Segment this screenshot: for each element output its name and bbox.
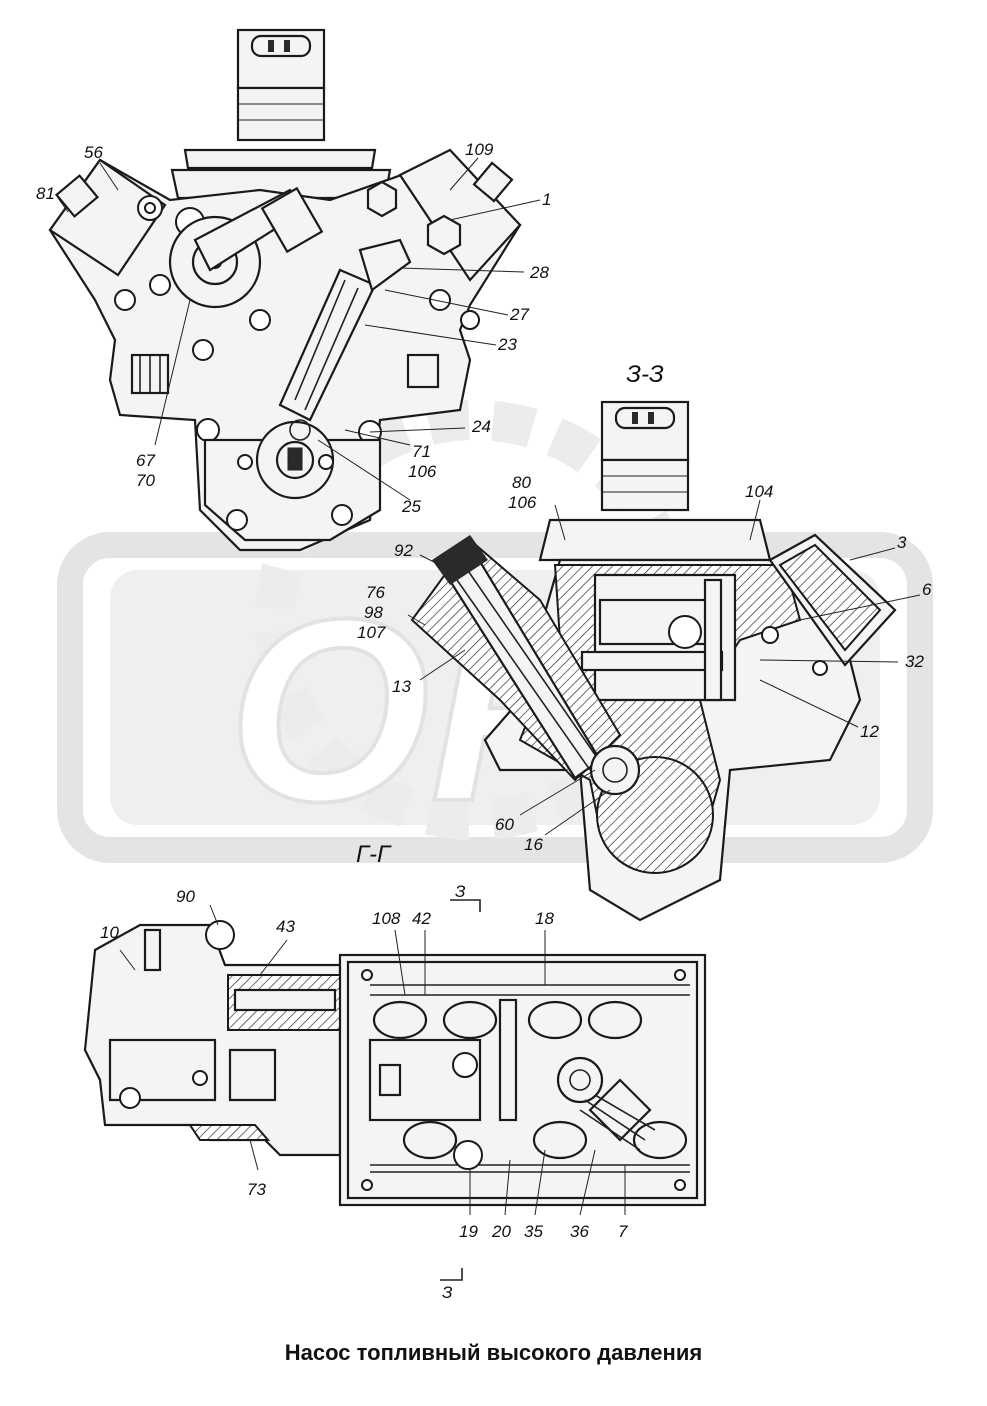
callout-32: 32 [905, 652, 924, 671]
callout-28: 28 [529, 263, 549, 282]
callout-81: 81 [36, 184, 55, 203]
caption: Насос топливный высокого давления [284, 1340, 703, 1365]
callout-1: 1 [542, 190, 551, 209]
callout-76: 76 [366, 583, 385, 602]
callout-104: 104 [745, 482, 773, 501]
callout-19: 19 [459, 1222, 478, 1241]
callout-25: 25 [401, 497, 421, 516]
callout-56: 56 [84, 143, 103, 162]
callout-73: 73 [247, 1180, 266, 1199]
callout-23: 23 [497, 335, 517, 354]
callout-106: 106 [508, 493, 537, 512]
callout-18: 18 [535, 909, 554, 928]
section-3-3-view [407, 400, 921, 922]
callout-27: 27 [509, 305, 529, 324]
cut-marker-top-label: З [455, 882, 466, 901]
callout-36: 36 [570, 1222, 589, 1241]
callout-20: 20 [491, 1222, 511, 1241]
cut-marker-bottom-label: З [442, 1283, 453, 1302]
callout-106: 106 [408, 462, 437, 481]
callout-3: 3 [897, 533, 907, 552]
callout-60: 60 [495, 815, 514, 834]
callout-107: 107 [357, 623, 386, 642]
callout-80: 80 [512, 473, 531, 492]
callout-7: 7 [618, 1222, 628, 1241]
callout-13: 13 [392, 677, 411, 696]
callout-90: 90 [176, 887, 195, 906]
callout-35: 35 [524, 1222, 543, 1241]
callout-70: 70 [136, 471, 155, 490]
callout-108: 108 [372, 909, 401, 928]
callout-42: 42 [412, 909, 431, 928]
callout-10: 10 [100, 923, 119, 942]
section-label-3-3: З-З [626, 361, 664, 388]
section-g-g-view [83, 899, 707, 1281]
callout-109: 109 [465, 140, 494, 159]
callout-24: 24 [471, 417, 491, 436]
callout-16: 16 [524, 835, 543, 854]
callout-71: 71 [412, 442, 431, 461]
callout-43: 43 [276, 917, 295, 936]
callout-98: 98 [364, 603, 383, 622]
callout-6: 6 [922, 580, 932, 599]
callout-12: 12 [860, 722, 879, 741]
section-label-g-g: Г-Г [356, 841, 392, 868]
front-view [48, 28, 541, 552]
callouts-section-g-g: 90 10 43 108 42 18 73 19 20 35 36 7 [100, 887, 628, 1241]
callout-67: 67 [136, 451, 155, 470]
callout-92: 92 [394, 541, 413, 560]
